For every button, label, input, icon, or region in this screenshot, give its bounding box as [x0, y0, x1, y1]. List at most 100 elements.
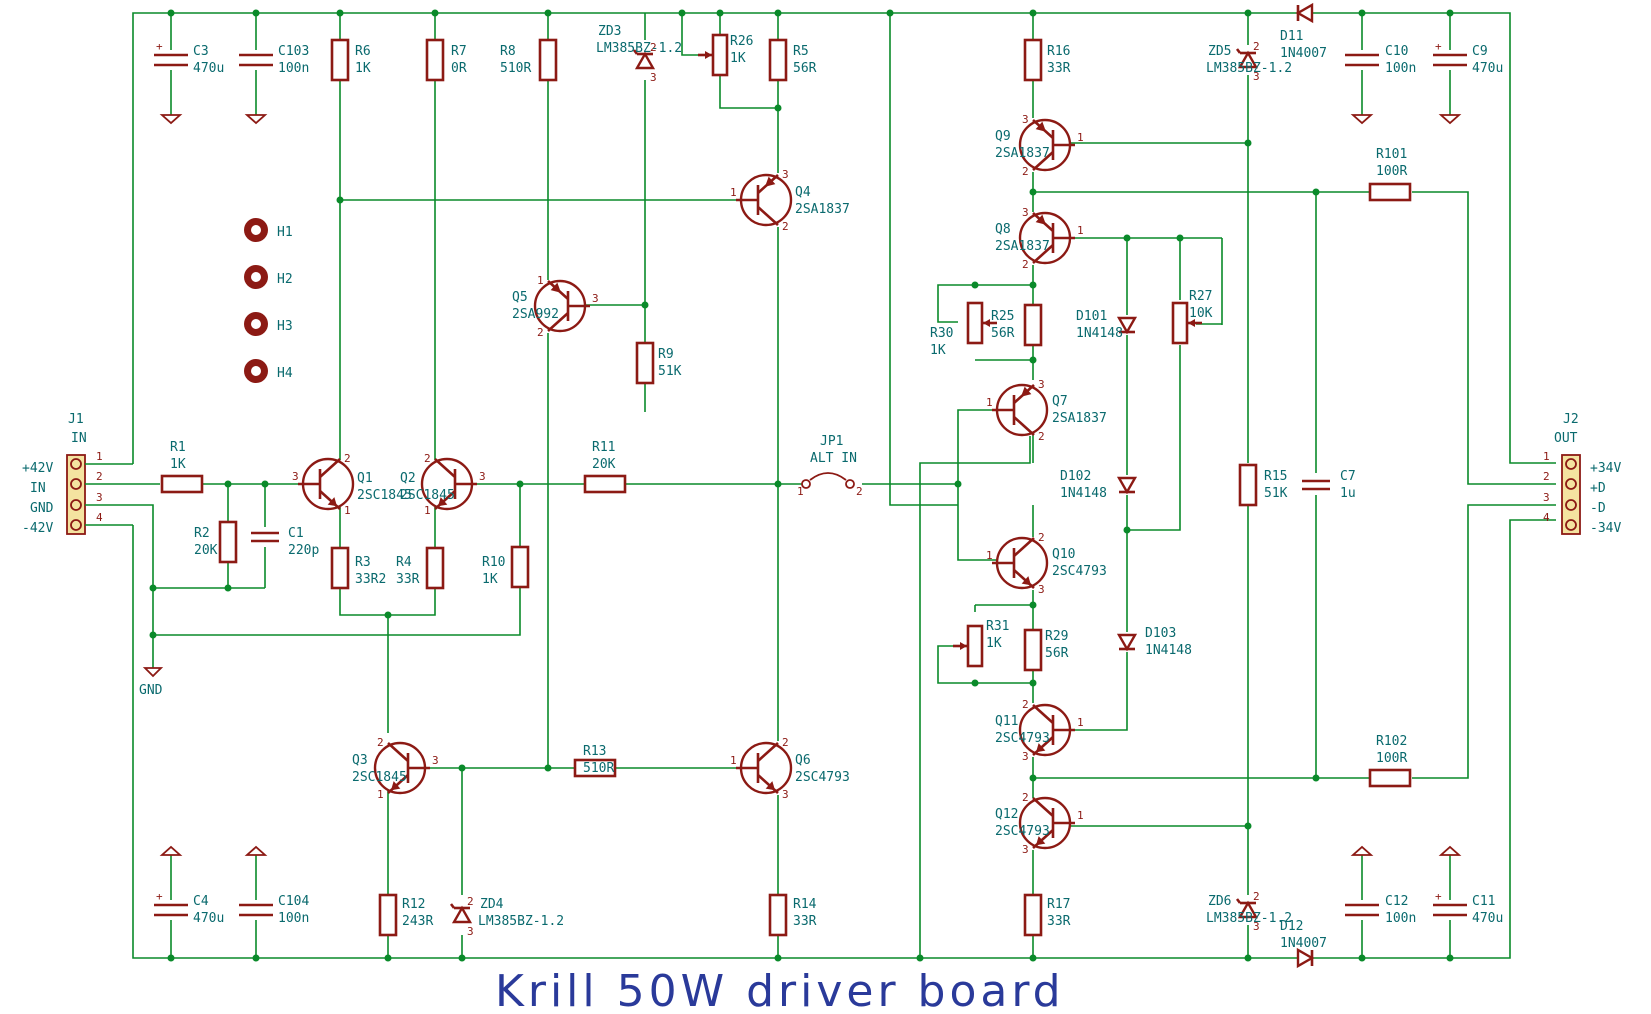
svg-text:+: + — [1435, 40, 1442, 53]
svg-text:1: 1 — [1077, 809, 1084, 822]
resistor-r16-value: 33R — [1047, 61, 1071, 76]
resistor-r10-ref: R10 — [482, 555, 505, 570]
gnd-arrow-icon — [159, 114, 183, 125]
resistor-r15-ref: R15 — [1264, 469, 1287, 484]
transistor-q2-ref: Q2 — [400, 471, 416, 486]
mounting-hole-h2: H2 — [244, 265, 293, 289]
svg-text:1: 1 — [1077, 131, 1084, 144]
svg-text:+: + — [156, 890, 163, 903]
transistor-q5-ref: Q5 — [512, 290, 528, 305]
svg-text:1: 1 — [986, 396, 993, 409]
j1-ref: J1 — [68, 412, 84, 427]
capacitor-c9-ref: C9 — [1472, 44, 1488, 59]
transistor-q5-value: 2SA992 — [512, 307, 559, 322]
capacitor-c7-ref: C7 — [1340, 469, 1356, 484]
j2-pin-4: 4 — [1543, 511, 1550, 524]
svg-text:2: 2 — [1038, 430, 1045, 443]
capacitor-c103-ref: C103 — [278, 44, 309, 59]
svg-text:H2: H2 — [277, 272, 293, 287]
j1-label-in: IN — [30, 481, 46, 496]
resistor-r101-ref: R101 — [1376, 147, 1407, 162]
power-arrow-icon — [1438, 845, 1462, 856]
reference-zd5-ref: ZD5 — [1208, 44, 1231, 59]
trimmer-r27-ref: R27 — [1189, 289, 1212, 304]
j2-pin-2: 2 — [1543, 470, 1550, 483]
j2-label-plus-d: +D — [1590, 481, 1606, 496]
svg-text:3: 3 — [592, 292, 599, 305]
resistor-r17-value: 33R — [1047, 914, 1071, 929]
svg-text:1: 1 — [1077, 716, 1084, 729]
capacitor-c11-value: 470u — [1472, 911, 1503, 926]
diode-d102-value: 1N4148 — [1060, 486, 1107, 501]
gnd-arrow-icon — [244, 114, 268, 125]
capacitor-c3-ref: C3 — [193, 44, 209, 59]
svg-text:H1: H1 — [277, 225, 293, 240]
jumper-jp1[interactable]: JP1 ALT IN 1 2 — [797, 434, 863, 498]
trimmer-r30-value: 1K — [930, 343, 946, 358]
resistor-r11-value: 20K — [592, 457, 616, 472]
connector-j1[interactable]: J1 IN 1 2 3 4 +42V IN GND -42V — [22, 412, 107, 536]
resistor-r29-ref: R29 — [1045, 629, 1068, 644]
connector-j2[interactable]: J2 OUT 1 2 3 4 +34V +D -D -34V — [1543, 412, 1621, 536]
jp1-pin-2: 2 — [856, 485, 863, 498]
transistor-q10-value: 2SC4793 — [1052, 564, 1107, 579]
